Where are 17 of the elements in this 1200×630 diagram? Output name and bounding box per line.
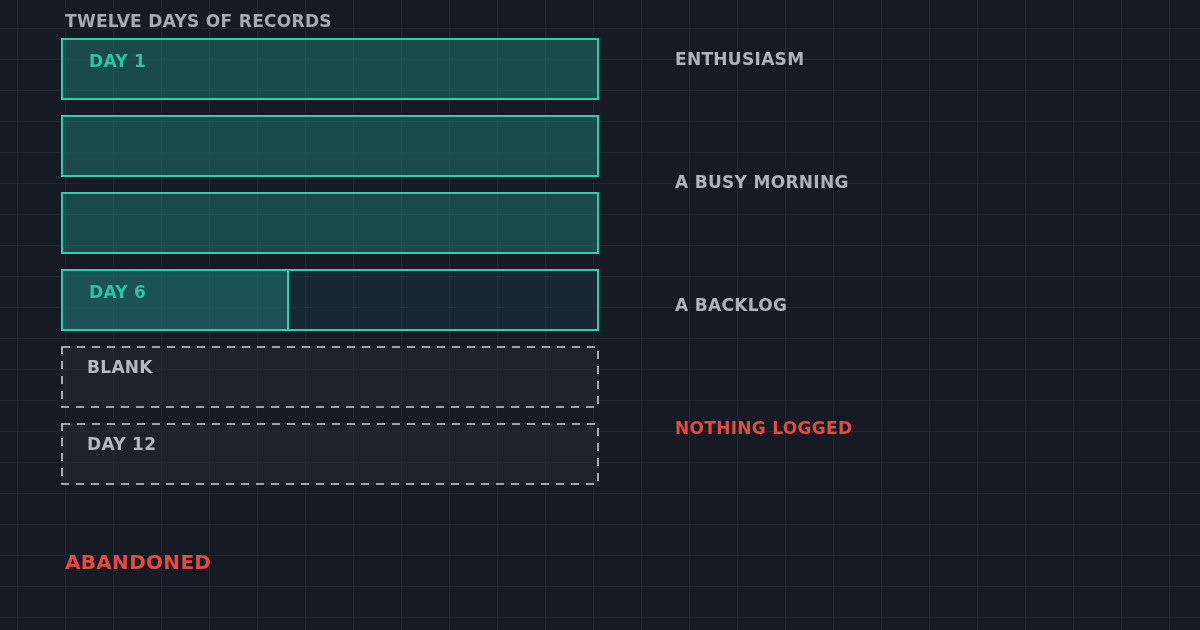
annotation-text: ENTHUSIASM [675,47,805,71]
status-text: ABANDONED [65,549,212,575]
day-label: DAY 12 [87,433,157,455]
annotation-text: A BACKLOG [675,293,788,317]
partial-record-bar [61,269,599,331]
empty-record-box [61,346,599,408]
day-label: DAY 1 [89,50,147,72]
record-bar [61,115,599,177]
annotation-text: A BUSY MORNING [675,170,849,194]
empty-record-box [61,423,599,485]
warning-text: NOTHING LOGGED [675,416,853,440]
day-label: BLANK [87,356,153,378]
diagram-title: TWELVE DAYS OF RECORDS [65,10,332,33]
record-bar [61,38,599,100]
filled-portion [63,271,289,329]
record-bar [61,192,599,254]
day-label: DAY 6 [89,281,147,303]
